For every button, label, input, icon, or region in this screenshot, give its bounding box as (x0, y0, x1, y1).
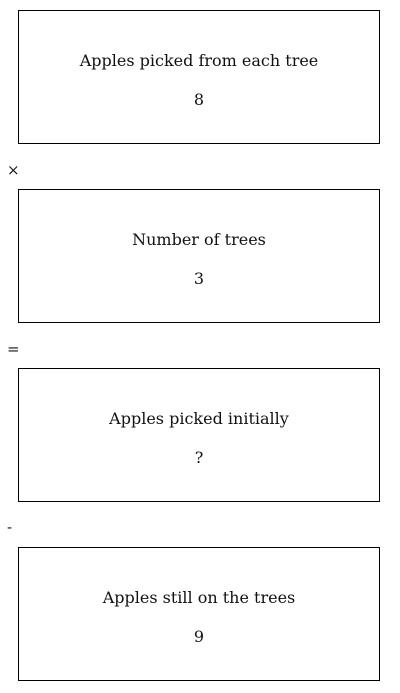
box-value: 8 (193, 90, 205, 109)
box-label: Apples picked from each tree (79, 51, 319, 70)
multiply-operator: × (7, 161, 20, 179)
quantity-box-apples-per-tree: Apples picked from each tree 8 (18, 10, 380, 144)
box-label: Number of trees (132, 230, 266, 249)
box-value: ? (194, 448, 204, 467)
box-value: 9 (193, 627, 205, 646)
quantity-box-number-of-trees: Number of trees 3 (18, 189, 380, 323)
quantity-box-apples-still-on-trees: Apples still on the trees 9 (18, 547, 380, 681)
box-label: Apples still on the trees (102, 588, 296, 607)
equals-operator: = (7, 340, 20, 358)
minus-operator: - (7, 518, 13, 536)
box-value: 3 (193, 269, 205, 288)
box-label: Apples picked initially (109, 409, 289, 428)
quantity-box-apples-picked-initially: Apples picked initially ? (18, 368, 380, 502)
